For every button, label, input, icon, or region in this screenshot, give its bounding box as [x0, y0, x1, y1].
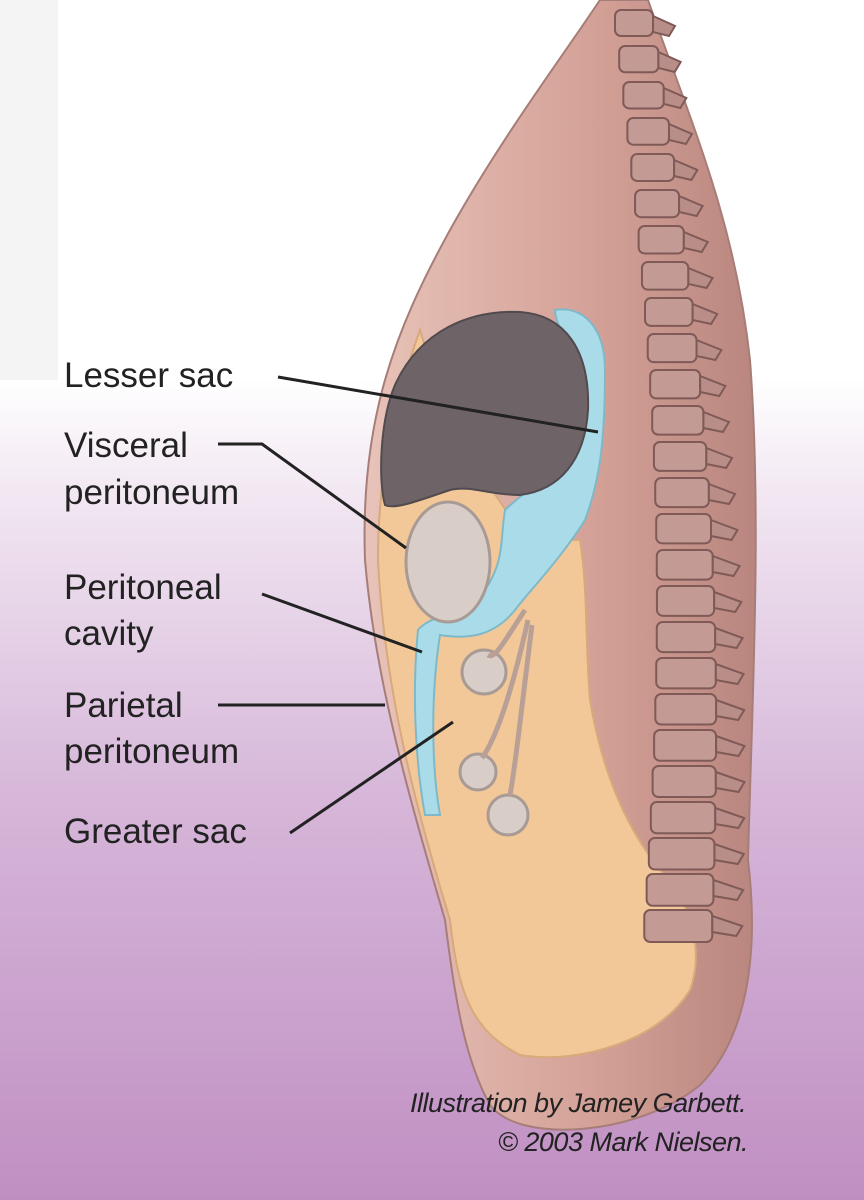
spinous-process [711, 554, 742, 578]
spinous-process [695, 338, 723, 362]
label-parietal-peritoneum-line1: Parietal [64, 686, 183, 725]
leader-line-greater-sac [289, 720, 454, 835]
vertebra [651, 405, 705, 436]
label-lesser-sac: Lesser sac [64, 356, 234, 395]
spinous-process [687, 266, 715, 290]
label-visceral-peritoneum-line2: peritoneum [64, 473, 240, 512]
vertebra [653, 729, 718, 762]
background-panel [0, 0, 58, 380]
spinous-process [682, 230, 710, 254]
vertebra [646, 333, 698, 364]
spinous-process [667, 122, 694, 146]
vertebra [637, 225, 685, 255]
spinous-process [707, 482, 737, 506]
vertebral-column [614, 9, 747, 943]
label-visceral-peritoneum-line1: Visceral [64, 426, 188, 465]
vertebra [652, 441, 708, 472]
vertebra [649, 801, 717, 835]
mesentery [486, 608, 528, 659]
intestine-loop [460, 648, 508, 696]
stomach [380, 310, 590, 508]
vertebra [645, 873, 715, 907]
vertebra [655, 549, 714, 581]
intestine-loop [458, 752, 498, 792]
spinous-process [715, 698, 746, 722]
vertebra [654, 477, 710, 509]
vertebra [640, 261, 690, 291]
vertebra [655, 621, 717, 654]
leader-line-lesser-sac [277, 375, 599, 434]
mesentery [507, 624, 535, 796]
vertebra [614, 9, 654, 37]
spinous-process [702, 410, 731, 434]
intestine-loop [486, 793, 530, 837]
spinous-process [699, 374, 727, 398]
label-parietal-peritoneum-line2: peritoneum [64, 732, 240, 771]
vertebra [655, 513, 712, 545]
illustration-credit: Illustration by Jamey Garbett. [410, 1088, 747, 1118]
vertebra [651, 765, 717, 799]
spinous-process [673, 158, 699, 182]
vertebra [622, 81, 665, 110]
vertebra [626, 117, 670, 146]
vertebra [654, 693, 718, 726]
spinous-process [711, 914, 744, 938]
copyright-credit: © 2003 Mark Nielsen. [498, 1127, 749, 1157]
spinous-process [709, 518, 739, 542]
spinous-process [691, 302, 719, 326]
vertebra [634, 189, 681, 219]
spinous-process [715, 734, 747, 758]
vertebra [618, 45, 660, 74]
label-greater-sac: Greater sac [64, 812, 247, 851]
spinous-process [714, 626, 745, 650]
vertebra [630, 153, 676, 182]
spinous-process [714, 662, 746, 686]
vertebra [649, 369, 702, 400]
label-peritoneal-cavity-line2: cavity [64, 614, 154, 653]
spinous-process [662, 86, 688, 110]
spinous-process [712, 878, 745, 902]
label-peritoneal-cavity-line1: Peritoneal [64, 568, 222, 607]
vertebra [643, 297, 694, 327]
vertebra [643, 909, 714, 943]
mesentery [479, 619, 531, 760]
spinous-process [714, 806, 746, 830]
leader-line-peritoneal-cavity [261, 592, 423, 654]
spinous-process [678, 194, 705, 218]
spinous-process [713, 842, 746, 866]
vertebra [655, 585, 716, 617]
spinous-process [713, 590, 743, 614]
leader-line-visceral-peritoneum [218, 442, 407, 550]
vertebra [647, 837, 716, 871]
spinous-process [652, 14, 677, 38]
spinous-process [714, 770, 747, 794]
spinous-process [705, 446, 734, 470]
vertebra [655, 657, 717, 690]
transverse-colon [404, 500, 492, 624]
spinous-process [657, 50, 683, 74]
